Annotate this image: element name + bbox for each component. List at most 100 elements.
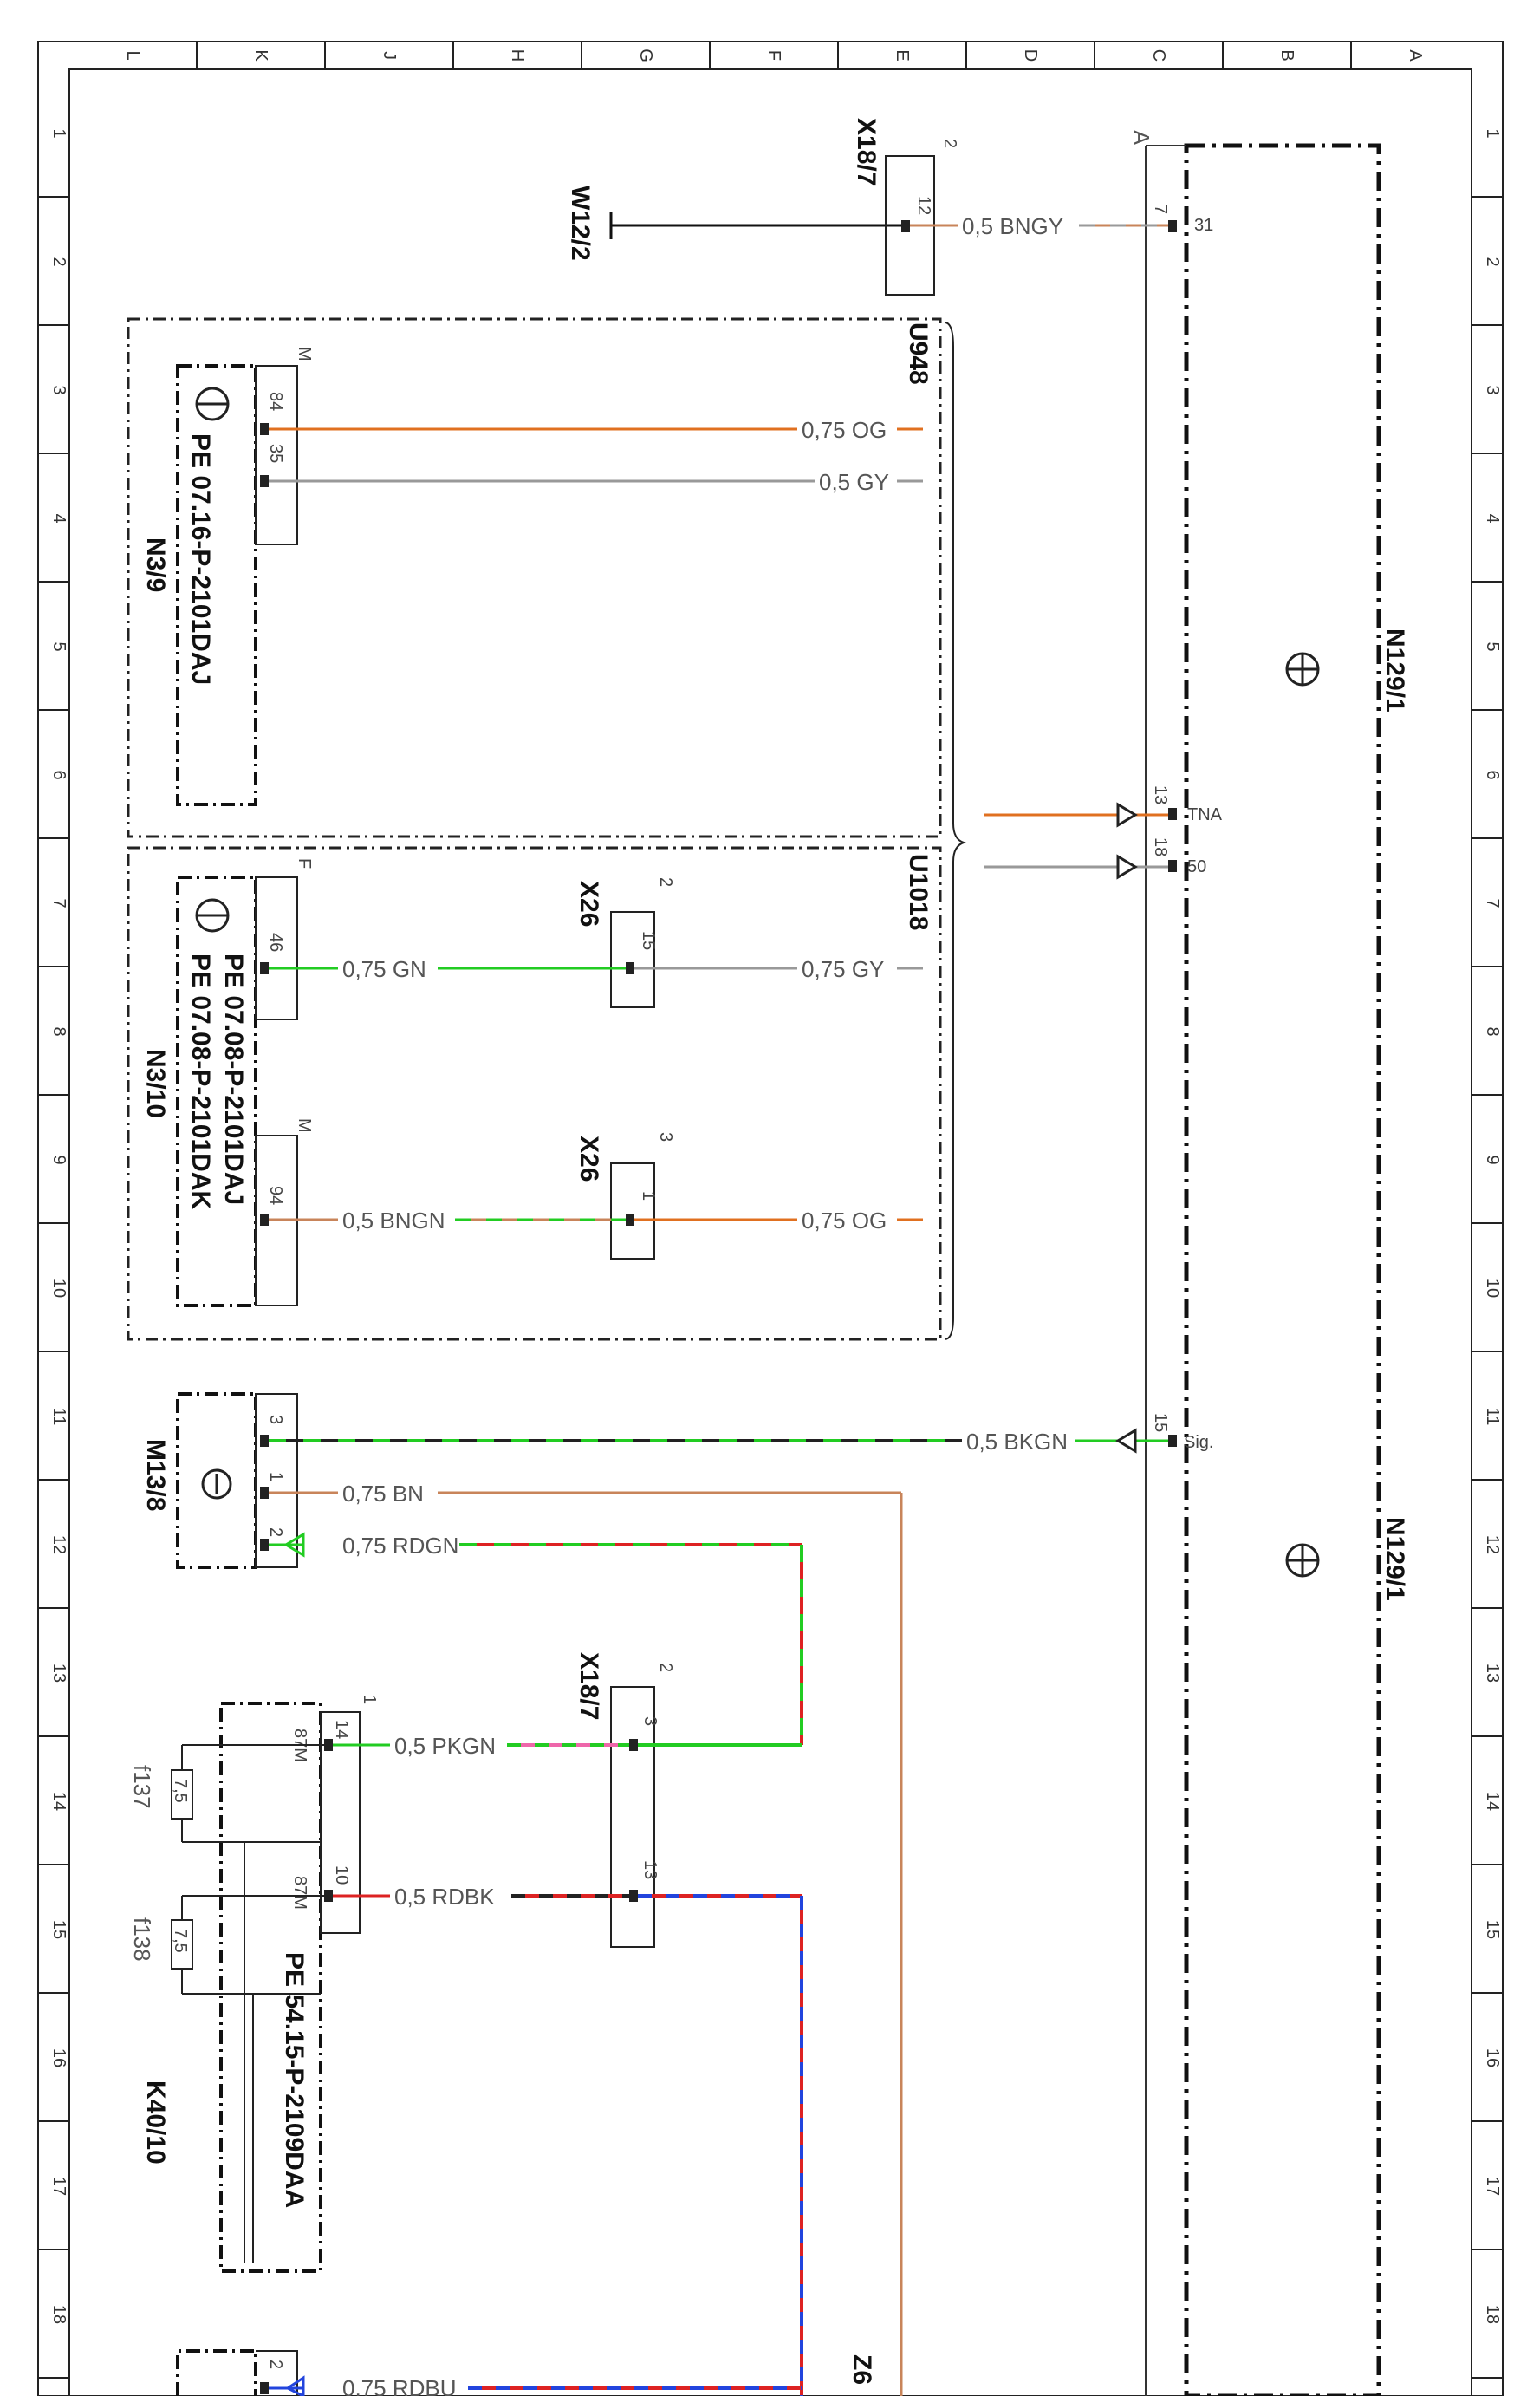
wire-label: 0,75 BN bbox=[342, 1481, 424, 1507]
row-label: 2 bbox=[1483, 257, 1502, 266]
row-labels-left: 1 2 3 4 5 6 7 8 9 10 11 12 13 14 15 16 1… bbox=[49, 128, 68, 2324]
wire-label: 0,75 OG bbox=[802, 1208, 887, 1234]
wire-tna-input bbox=[984, 802, 1168, 828]
wire-label: 0,5 PKGN bbox=[394, 1733, 496, 1759]
m13-8-label: M13/8 bbox=[141, 1439, 170, 1511]
f138-label: f138 bbox=[129, 1917, 155, 1962]
wire-og-1: 0,75 OG bbox=[269, 417, 923, 443]
column-label: A bbox=[1406, 49, 1425, 62]
transistor-icon bbox=[195, 387, 230, 421]
group-u948: U948 bbox=[127, 317, 942, 838]
wire-label: 0,75 RDGN bbox=[342, 1533, 458, 1559]
svg-text:7,5: 7,5 bbox=[171, 1779, 190, 1803]
column-ruler bbox=[196, 42, 1352, 69]
row-label: 1 bbox=[1483, 128, 1502, 138]
row-label: 10 bbox=[49, 1279, 68, 1298]
svg-text:18: 18 bbox=[1151, 837, 1170, 856]
n129-module: A N129/1 N129/1 bbox=[1128, 130, 1409, 2396]
n3-10-label: N3/10 bbox=[141, 1049, 170, 1118]
n129-label-top: N129/1 bbox=[1381, 628, 1409, 713]
row-label: 8 bbox=[49, 1026, 68, 1036]
svg-text:3: 3 bbox=[656, 1132, 675, 1142]
connector-x18-7-top: X18/7 2 12 bbox=[852, 118, 959, 296]
wire-gy-1: 0,5 GY bbox=[269, 469, 923, 495]
svg-text:10: 10 bbox=[332, 1865, 351, 1885]
svg-text:50: 50 bbox=[1187, 857, 1206, 876]
svg-text:M: M bbox=[295, 1118, 314, 1133]
row-label: 5 bbox=[49, 641, 68, 651]
x18-7-top-label: X18/7 bbox=[852, 118, 880, 186]
svg-text:13: 13 bbox=[640, 1860, 660, 1879]
connector-x18-7-bottom: X18/7 2 3 13 bbox=[575, 1652, 675, 1948]
k40-10-label: K40/10 bbox=[141, 2080, 170, 2165]
svg-text:1: 1 bbox=[266, 1472, 285, 1481]
row-labels-right: 1 2 3 4 5 6 7 8 9 10 11 12 13 14 15 16 1… bbox=[1483, 128, 1502, 2324]
row-label: 16 bbox=[49, 2048, 68, 2067]
svg-text:2: 2 bbox=[656, 1663, 675, 1672]
wire-label: 0,5 BKGN bbox=[966, 1429, 1068, 1455]
column-label: C bbox=[1149, 49, 1168, 62]
row-ruler bbox=[38, 196, 1503, 2379]
svg-text:31: 31 bbox=[1194, 216, 1213, 235]
svg-text:2: 2 bbox=[940, 139, 959, 148]
row-label: 6 bbox=[1483, 770, 1502, 779]
svg-text:3: 3 bbox=[640, 1716, 660, 1726]
svg-text:2: 2 bbox=[266, 1527, 285, 1537]
svg-text:14: 14 bbox=[332, 1720, 351, 1739]
k40-10-block: 1 14 10 87M 87M PE 54.15-P-2109DAA K40/1… bbox=[141, 1695, 379, 2273]
svg-text:1: 1 bbox=[639, 1191, 658, 1201]
row-label: 14 bbox=[49, 1792, 68, 1811]
group-brace bbox=[944, 322, 967, 1340]
row-label: 3 bbox=[1483, 385, 1502, 394]
u948-label: U948 bbox=[904, 322, 932, 385]
wire-bngy: 0,5 BNGY bbox=[910, 213, 1168, 239]
row-label: 7 bbox=[1483, 898, 1502, 908]
wire-pkgn: 0,5 PKGN bbox=[333, 1733, 629, 1759]
w12-2-ground: W12/2 bbox=[566, 186, 613, 261]
svg-text:15: 15 bbox=[1151, 1413, 1170, 1432]
connector-x26-a: X26 2 15 bbox=[575, 877, 675, 1008]
row-label: 2 bbox=[49, 257, 68, 266]
svg-text:87M: 87M bbox=[290, 1876, 309, 1910]
wire-label: 0,5 RDBK bbox=[394, 1884, 495, 1910]
transistor-icon bbox=[1285, 1543, 1320, 1578]
wire-rdgn: 0,75 RDGN bbox=[269, 1532, 803, 1745]
wire-gy-2: 0,75 GY bbox=[634, 956, 923, 982]
svg-text:12: 12 bbox=[914, 196, 933, 215]
svg-text:Sig.: Sig. bbox=[1184, 1433, 1213, 1452]
wire-rdbu: 0,75 RDBU bbox=[269, 2375, 802, 2396]
transistor-icon bbox=[1285, 652, 1320, 687]
row-label: 11 bbox=[1483, 1408, 1502, 1426]
wire-bngn: 0,5 BNGN bbox=[269, 1208, 626, 1234]
fuse-f138: 7,5 f138 bbox=[129, 1896, 221, 1995]
svg-text:F: F bbox=[295, 858, 314, 869]
n3-10-ref-1: PE 07.08-P-2101DAJ bbox=[219, 954, 248, 1205]
row-label: 18 bbox=[49, 2305, 68, 2324]
n3-10-ref-2: PE 07.08-P-2101DAK bbox=[186, 954, 215, 1209]
row-label: 5 bbox=[1483, 641, 1502, 651]
row-label: 12 bbox=[1483, 1535, 1502, 1554]
n3-9-ref: PE 07.16-P-2101DAJ bbox=[186, 433, 215, 685]
row-label: 15 bbox=[1483, 1920, 1502, 1939]
row-label: 17 bbox=[49, 2177, 68, 2196]
z6-label: Z6 bbox=[848, 2354, 876, 2385]
m13-8-motor: 3 1 2 M13/8 bbox=[141, 1392, 298, 1569]
n3-10-module: F M 46 94 PE 07.08-P-2101DAJ PE 07.08-P-… bbox=[141, 858, 314, 1307]
row-label: 13 bbox=[1483, 1664, 1502, 1683]
row-label: 3 bbox=[49, 385, 68, 394]
row-label: 8 bbox=[1483, 1026, 1502, 1036]
n3-9-label: N3/9 bbox=[141, 537, 170, 592]
row-label: 11 bbox=[49, 1408, 68, 1426]
x18-7-bottom-label: X18/7 bbox=[575, 1652, 603, 1720]
wire-label: 0,75 GY bbox=[802, 956, 884, 982]
svg-text:7,5: 7,5 bbox=[171, 1929, 190, 1953]
motor-icon bbox=[201, 1468, 232, 1500]
wire-rdbk: 0,5 RDBK bbox=[333, 1884, 629, 1910]
row-label: 1 bbox=[49, 128, 68, 138]
row-label: 15 bbox=[49, 1920, 68, 1939]
row-label: 17 bbox=[1483, 2177, 1502, 2196]
k40-10-ref: PE 54.15-P-2109DAA bbox=[280, 1952, 309, 2208]
column-label: B bbox=[1277, 49, 1296, 61]
wire-label: 0,75 OG bbox=[802, 417, 887, 443]
